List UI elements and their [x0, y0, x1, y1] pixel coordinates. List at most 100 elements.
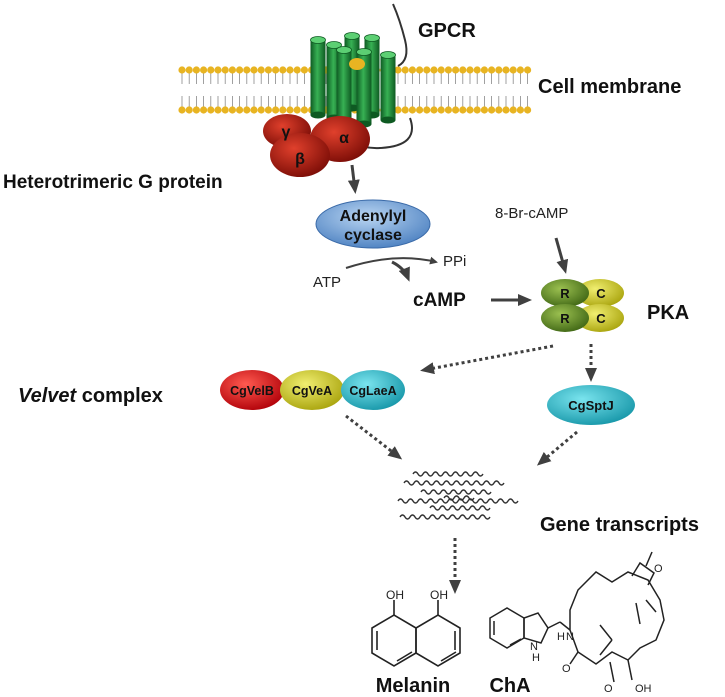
- gpcr-helix-cap: [364, 34, 380, 42]
- cha-o-epoxide: O: [654, 563, 663, 575]
- arrow-gprotein-to-ac: [347, 164, 360, 194]
- lipid-head: [200, 66, 208, 74]
- gpcr-helix: [380, 55, 396, 120]
- pka-r-label-top: R: [560, 286, 570, 301]
- cgvea: [280, 370, 344, 410]
- velvet-italic: Velvet: [18, 385, 78, 407]
- pka-r-label-bottom: R: [560, 311, 570, 326]
- membrane-label: Cell membrane: [538, 76, 681, 98]
- arrow-pka-to-velvet: [420, 344, 554, 375]
- lipid-head: [228, 66, 236, 74]
- atp-label: ATP: [313, 274, 341, 291]
- cha-label: ChA: [489, 675, 530, 697]
- lipid-head: [423, 66, 431, 74]
- lipid-head: [509, 66, 517, 74]
- beta-label: β: [295, 151, 305, 168]
- transcript-strand: [412, 471, 484, 477]
- adenylyl-label-1: Adenylyl: [340, 208, 407, 225]
- lipid-head: [423, 106, 431, 114]
- lipid-head: [279, 106, 287, 114]
- cha-o-lactam: O: [562, 663, 571, 675]
- adenylyl-cyclase: [315, 199, 431, 249]
- lipid-head: [437, 106, 445, 114]
- cha-n-indole: N: [530, 641, 538, 653]
- lipid-head: [452, 106, 460, 114]
- gpcr-helix-base: [380, 116, 396, 124]
- lipid-head: [221, 66, 229, 74]
- lipid-head: [178, 106, 186, 114]
- lipid-head: [495, 106, 503, 114]
- lipid-head: [408, 66, 416, 74]
- pka-c-top: [576, 279, 624, 307]
- lipid-head: [444, 66, 452, 74]
- cgvelb-label: CgVelB: [230, 384, 274, 398]
- lipid-head: [401, 66, 409, 74]
- lipid-head: [480, 66, 488, 74]
- gene-transcripts-label: Gene transcripts: [540, 514, 699, 536]
- lipid-head: [452, 66, 460, 74]
- lipid-head: [430, 106, 438, 114]
- velvet-complex: CgVelB CgVeA CgLaeA: [220, 370, 405, 410]
- lipid-head: [257, 106, 265, 114]
- cha-oh: OH: [635, 683, 652, 695]
- gpcr-helix-cap: [326, 41, 342, 49]
- gpcr-label: GPCR: [418, 20, 476, 42]
- lipid-head: [192, 106, 200, 114]
- gamma-label: γ: [282, 124, 291, 141]
- br-camp-label: 8-Br-cAMP: [495, 205, 568, 222]
- lipid-head: [502, 106, 510, 114]
- lipid-head: [516, 66, 525, 74]
- cglaea: [341, 370, 405, 410]
- melanin-oh-left: OH: [386, 588, 404, 602]
- cglaea-label: CgLaeA: [349, 384, 396, 398]
- velvet-complex-label: Velvet complex: [18, 385, 163, 407]
- pka-c-bottom: [576, 304, 624, 332]
- velvet-rest: complex: [76, 385, 163, 407]
- cha-n-amide: N: [566, 631, 574, 643]
- lipid-head: [279, 66, 287, 74]
- lipid-head: [473, 66, 481, 74]
- gpcr-helix-cap: [344, 32, 360, 40]
- lipid-head: [430, 66, 438, 74]
- lipid-head: [502, 66, 510, 74]
- lipid-head: [250, 106, 258, 114]
- arrow-velvet-to-transcripts: [345, 414, 403, 460]
- pka-r-bottom: [541, 304, 589, 332]
- transcript-strand: [429, 505, 491, 511]
- lipid-head: [228, 106, 236, 114]
- cgsptj-label: CgSptJ: [568, 398, 614, 413]
- lipid-head: [300, 106, 308, 114]
- lipid-head: [480, 106, 488, 114]
- lipid-head: [192, 66, 200, 74]
- lipid-head: [286, 106, 294, 114]
- lipid-head: [178, 66, 186, 74]
- adenylyl-label-2: cyclase: [344, 227, 402, 244]
- ppi-label: PPi: [443, 253, 466, 270]
- alpha-label: α: [339, 130, 349, 147]
- gpcr-helix: [336, 50, 352, 122]
- lipid-head: [207, 106, 215, 114]
- arrow-sptj-to-transcripts: [536, 430, 578, 466]
- lipid-head: [516, 106, 525, 114]
- transcript-strand: [399, 514, 491, 520]
- lipid-head: [243, 106, 251, 114]
- lipid-head: [495, 66, 503, 74]
- lipid-head: [264, 66, 272, 74]
- transcript-strand: [403, 480, 505, 486]
- lipid-head: [293, 66, 301, 74]
- pka-complex: R R C C: [541, 279, 624, 332]
- lipid-head: [524, 66, 532, 74]
- arrow-atp-to-ppi: [345, 256, 438, 269]
- lipid-head: [408, 106, 416, 114]
- lipid-head: [444, 106, 452, 114]
- g-beta-subunit: [270, 133, 330, 177]
- transcript-strand: [443, 495, 475, 501]
- lipid-head: [488, 106, 496, 114]
- melanin-label: Melanin: [376, 675, 450, 697]
- lipid-head: [214, 66, 222, 74]
- transcript-strand: [420, 489, 492, 495]
- transcript-strand: [397, 498, 519, 504]
- gpcr-helix-cap: [310, 36, 326, 44]
- lipid-head: [466, 66, 474, 74]
